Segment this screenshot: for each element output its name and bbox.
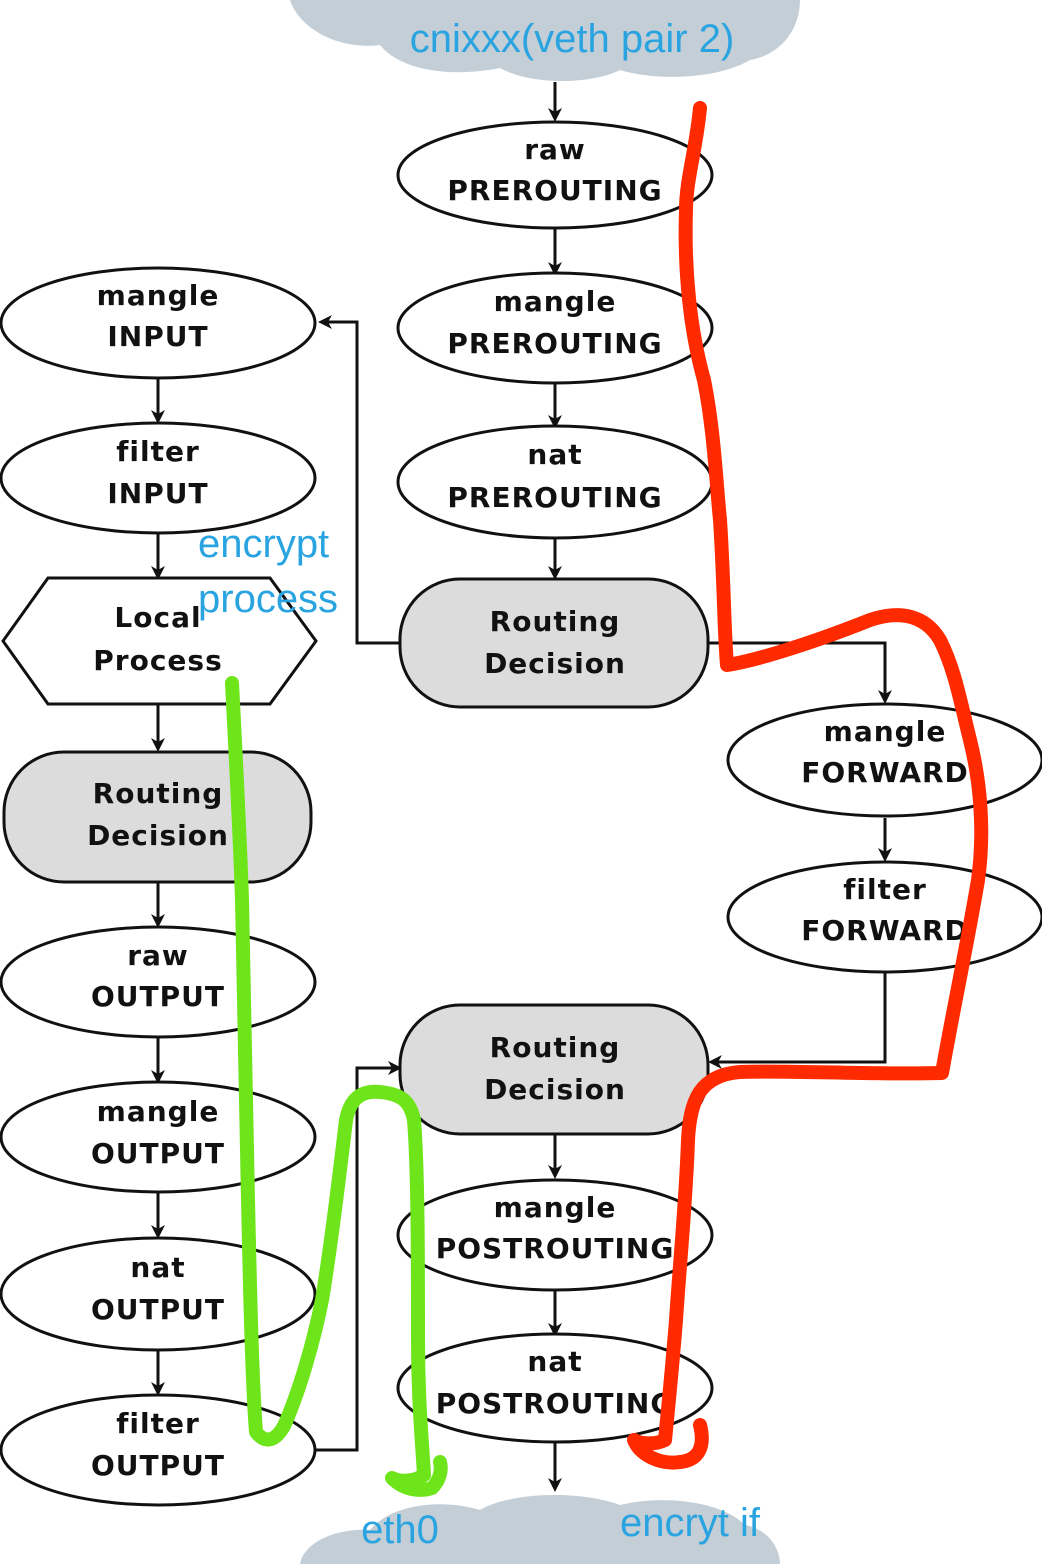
svg-text:Decision: Decision [484,647,626,680]
svg-text:filter: filter [116,435,200,468]
edge-routing-to-mangle-forward [708,641,892,704]
edge-routing-to-mangle-input [318,315,400,645]
node-filter-input: filter INPUT [0,421,317,535]
svg-text:filter: filter [843,873,927,906]
svg-text:PREROUTING: PREROUTING [447,174,662,207]
cloud-eth0-label: eth0 [361,1508,439,1552]
svg-text:POSTROUTING: POSTROUTING [436,1387,675,1420]
node-nat-output: nat OUTPUT [0,1236,317,1352]
svg-text:OUTPUT: OUTPUT [91,1137,225,1170]
svg-text:Decision: Decision [87,819,229,852]
svg-text:POSTROUTING: POSTROUTING [436,1232,675,1265]
svg-text:nat: nat [527,438,582,471]
node-mangle-output: mangle OUTPUT [0,1080,317,1194]
red-highlight-path [627,101,989,1470]
green-highlight-path [225,676,448,1497]
svg-text:nat: nat [130,1251,185,1284]
svg-text:mangle: mangle [494,1191,617,1224]
svg-text:INPUT: INPUT [107,477,208,510]
edge-filter-forward-to-routing [708,972,887,1069]
svg-text:mangle: mangle [824,715,947,748]
svg-text:FORWARD: FORWARD [801,756,969,789]
svg-text:raw: raw [524,133,586,166]
svg-text:PREROUTING: PREROUTING [447,327,662,360]
node-routing-decision-3: Routing Decision [398,1003,710,1136]
node-nat-prerouting: nat PREROUTING [396,424,714,540]
cloud-bottom: eth0 encryt if [300,1494,780,1564]
node-raw-output: raw OUTPUT [0,925,317,1039]
cloud-encrypt-if-label: encryt if [620,1501,761,1545]
svg-text:filter: filter [116,1407,200,1440]
svg-text:mangle: mangle [97,1095,220,1128]
cloud-top-label: cnixxx(veth pair 2) [410,17,735,61]
annotation-process: process [198,577,338,621]
svg-text:Decision: Decision [484,1073,626,1106]
node-mangle-postrouting: mangle POSTROUTING [396,1178,714,1292]
svg-text:Local: Local [114,601,201,634]
node-mangle-input: mangle INPUT [0,266,317,380]
node-mangle-forward: mangle FORWARD [726,702,1042,818]
edge-filter-output-to-routing [315,1061,402,1452]
node-filter-output: filter OUTPUT [0,1393,317,1507]
svg-text:Routing: Routing [490,1031,621,1064]
svg-text:OUTPUT: OUTPUT [91,1449,225,1482]
svg-text:PREROUTING: PREROUTING [447,481,662,514]
svg-text:Routing: Routing [93,777,224,810]
cloud-top: cnixxx(veth pair 2) [290,0,800,82]
svg-text:Routing: Routing [490,605,621,638]
svg-text:mangle: mangle [97,279,220,312]
node-raw-prerouting: raw PREROUTING [396,120,714,230]
svg-text:FORWARD: FORWARD [801,914,969,947]
edges [151,82,892,1492]
svg-text:mangle: mangle [494,285,617,318]
svg-text:OUTPUT: OUTPUT [91,980,225,1013]
annotation-encrypt: encrypt [198,522,329,566]
svg-text:OUTPUT: OUTPUT [91,1293,225,1326]
node-routing-decision-1: Routing Decision [398,577,710,709]
node-nat-postrouting: nat POSTROUTING [396,1332,714,1444]
svg-text:raw: raw [127,939,189,972]
node-filter-forward: filter FORWARD [726,860,1042,974]
svg-text:INPUT: INPUT [107,320,208,353]
node-routing-decision-2: Routing Decision [2,750,313,884]
svg-text:nat: nat [527,1345,582,1378]
svg-text:Process: Process [93,644,223,677]
node-local-process: Local Process [1,576,318,706]
node-mangle-prerouting: mangle PREROUTING [396,271,714,385]
